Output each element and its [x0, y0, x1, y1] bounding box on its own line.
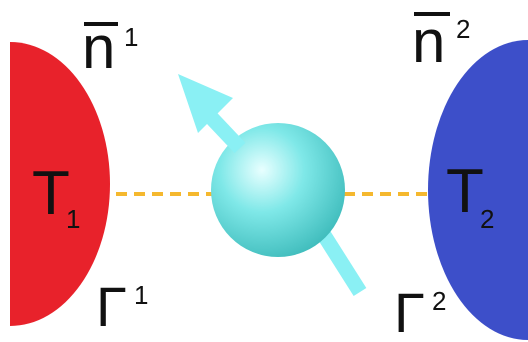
right-coupling-symbol: Γ [394, 281, 425, 342]
right-occupation-superscript: 2 [456, 14, 470, 44]
right-reservoir [428, 40, 528, 340]
left-coupling-superscript: 1 [134, 280, 148, 310]
right-occupation-symbol: n [412, 8, 445, 75]
right-temperature-symbol: T [446, 157, 484, 226]
right-temperature-subscript: 2 [480, 204, 494, 234]
spin-arrow-tail [315, 227, 367, 297]
left-temperature-symbol: T [32, 159, 70, 228]
left-temperature-subscript: 1 [66, 204, 80, 234]
spin-sphere [211, 123, 345, 257]
left-occupation-superscript: 1 [124, 22, 138, 52]
left-coupling-symbol: Γ [96, 275, 127, 338]
right-coupling-superscript: 2 [432, 286, 446, 316]
left-reservoir [10, 42, 110, 326]
spin-arrow-head [178, 74, 246, 154]
